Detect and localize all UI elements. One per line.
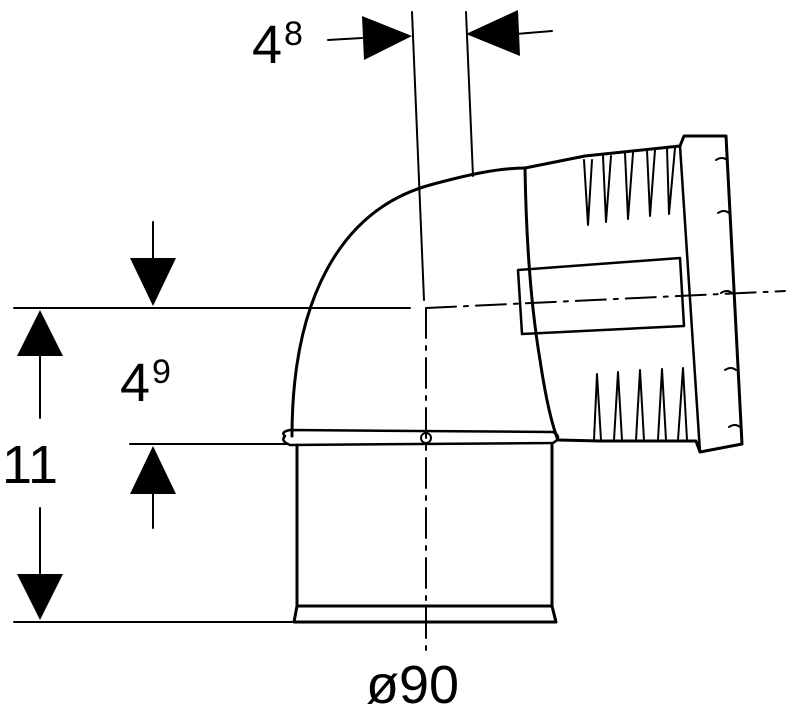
seal-housing: [556, 134, 744, 454]
flange-ring: [282, 428, 560, 447]
socket-body: [295, 443, 554, 608]
arrow-4-9-up: [130, 446, 176, 494]
dimension-label-11: 11: [2, 435, 59, 495]
seal-ribs-upper: [583, 147, 676, 226]
dimension-stub-4-8-left: [327, 37, 363, 41]
arrow-11-up: [17, 310, 63, 356]
dimension-label-4-8: 48: [252, 15, 303, 75]
elbow-shoulder: [523, 154, 587, 170]
dimension-4-8-exponent: 8: [284, 15, 303, 53]
arrow-4-8-left: [362, 16, 412, 60]
seal-rim-teeth: [715, 157, 741, 428]
dimension-label-4-9: 49: [120, 353, 171, 413]
seal-lug: [516, 256, 686, 336]
extension-line-left: [411, 11, 425, 301]
extension-line-right: [465, 11, 474, 177]
arrow-4-9-down: [130, 258, 176, 306]
seal-housing-inner-edge: [678, 144, 702, 454]
seal-ribs-lower: [593, 367, 688, 441]
dimension-label-diameter: ø90: [366, 655, 460, 715]
dimension-4-9-exponent: 9: [152, 353, 171, 391]
arrow-4-8-right: [466, 10, 520, 56]
center-mark: [420, 432, 432, 444]
centerline-horizontal: [425, 290, 786, 309]
arrow-11-down: [17, 574, 63, 620]
dimension-4-8-base: 4: [252, 15, 283, 75]
elbow-outer-curve: [290, 166, 527, 438]
elbow-body-right: [523, 166, 560, 442]
dimension-stub-4-8-right: [515, 30, 553, 35]
dimension-4-9-base: 4: [120, 353, 151, 413]
